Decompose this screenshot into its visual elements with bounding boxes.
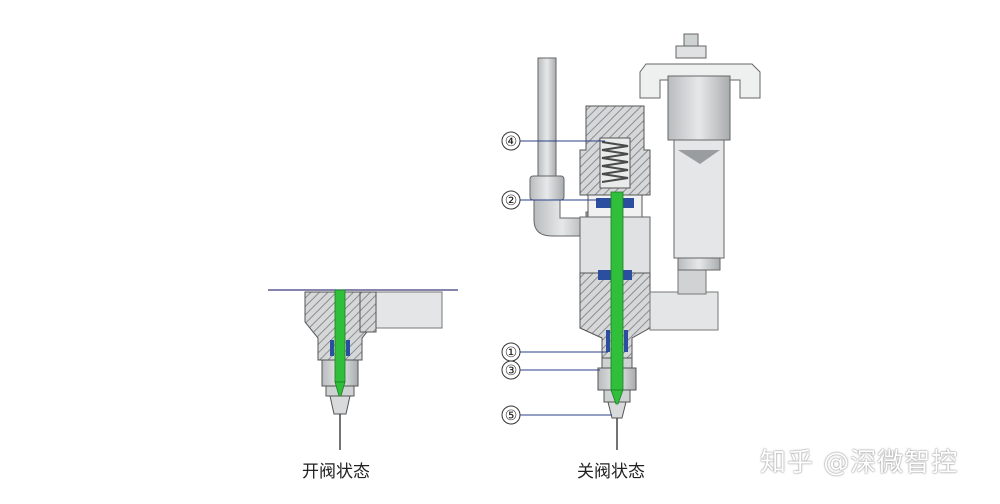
reservoir-top (667, 75, 731, 141)
callout-5: ⑤ (501, 405, 612, 425)
callout-4: ④ (501, 131, 605, 151)
needle-end-open (334, 381, 346, 397)
reservoir-neck (675, 45, 707, 59)
spring (601, 141, 629, 183)
thread-open (359, 291, 377, 333)
flange (649, 291, 719, 331)
seal-closed-r (624, 330, 628, 352)
tip-open (329, 395, 351, 415)
callouts: ④ ② ① ③ ⑤ (501, 131, 612, 425)
svg-text:⑤: ⑤ (505, 408, 518, 424)
reservoir-base (677, 257, 721, 271)
side-block-open (371, 291, 443, 329)
air-pipe (537, 57, 557, 179)
reservoir-plunger (678, 150, 720, 164)
watermark: 知乎 @深微智控 (760, 448, 959, 478)
tip-closed (607, 401, 627, 419)
closed-valve (529, 33, 761, 450)
pipe-fitting (529, 175, 565, 201)
seal-closed-l (606, 330, 610, 352)
callout-1: ① (501, 342, 608, 362)
svg-text:④: ④ (505, 134, 518, 150)
feed-tube (677, 269, 707, 295)
needle-open (334, 289, 346, 383)
needle-end-closed (610, 389, 624, 405)
reservoir-clamp (639, 63, 761, 99)
caption-open-state: 开阀状态 (302, 462, 370, 482)
open-valve (268, 289, 458, 450)
svg-text:③: ③ (505, 363, 518, 379)
seal-open-r (346, 340, 350, 356)
svg-text:②: ② (505, 193, 518, 209)
callout-2: ② (501, 190, 600, 210)
seal-open-l (330, 340, 334, 356)
callout-3: ③ (501, 360, 600, 380)
needle-closed (610, 191, 624, 391)
svg-text:①: ① (505, 345, 518, 361)
caption-closed-state: 关阀状态 (577, 462, 645, 482)
